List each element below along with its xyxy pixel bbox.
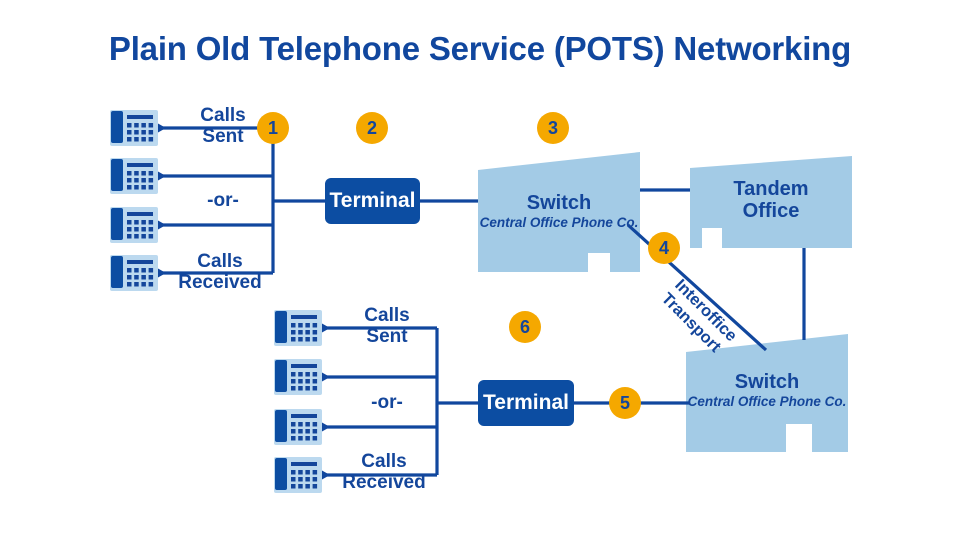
terminal-box-bottom[interactable]: Terminal — [478, 380, 574, 426]
step-badge-4[interactable]: 4 — [648, 232, 680, 264]
desk-phone-icon — [110, 158, 158, 194]
building-tandem-office — [690, 156, 852, 248]
top-calls-received-line2: Received — [178, 271, 262, 293]
step-badge-1[interactable]: 1 — [257, 112, 289, 144]
bottom-calls-received-line2: Received — [342, 471, 426, 493]
bottom-phone-bus — [322, 323, 478, 480]
bottom-or-label: -or- — [371, 392, 403, 413]
desk-phone-icon — [274, 359, 322, 395]
top-calls-sent-line2: Sent — [202, 125, 244, 147]
top-calls-sent-line1: Calls — [200, 105, 246, 126]
building-switch-top — [478, 152, 640, 272]
desk-phone-icon — [110, 255, 158, 291]
top-phone-bus — [158, 123, 325, 278]
step-badge-3[interactable]: 3 — [537, 112, 569, 144]
top-calls-sent-label: Calls Sent — [186, 105, 260, 147]
desk-phone-icon — [110, 110, 158, 146]
step-badge-6[interactable]: 6 — [509, 311, 541, 343]
bottom-calls-received-line1: Calls — [361, 451, 407, 472]
bottom-calls-sent-line1: Calls — [364, 305, 410, 326]
desk-phone-icon — [110, 207, 158, 243]
top-or-label: -or- — [207, 190, 239, 211]
building-switch-bottom — [686, 334, 848, 452]
desk-phone-icon — [274, 457, 322, 493]
terminal-bottom-label: Terminal — [483, 391, 569, 414]
top-calls-received-line1: Calls — [197, 251, 243, 272]
step-badge-2[interactable]: 2 — [356, 112, 388, 144]
terminal-box-top[interactable]: Terminal — [325, 178, 420, 224]
desk-phone-icon — [274, 310, 322, 346]
top-calls-received-label: Calls Received — [160, 251, 280, 293]
step-badge-5[interactable]: 5 — [609, 387, 641, 419]
terminal-top-label: Terminal — [329, 189, 416, 212]
page-title: Plain Old Telephone Service (POTS) Netwo… — [108, 30, 852, 67]
desk-phone-icon — [274, 409, 322, 445]
bottom-calls-received-label: Calls Received — [324, 451, 444, 493]
bottom-calls-sent-line2: Sent — [366, 325, 408, 347]
bottom-calls-sent-label: Calls Sent — [350, 305, 424, 347]
